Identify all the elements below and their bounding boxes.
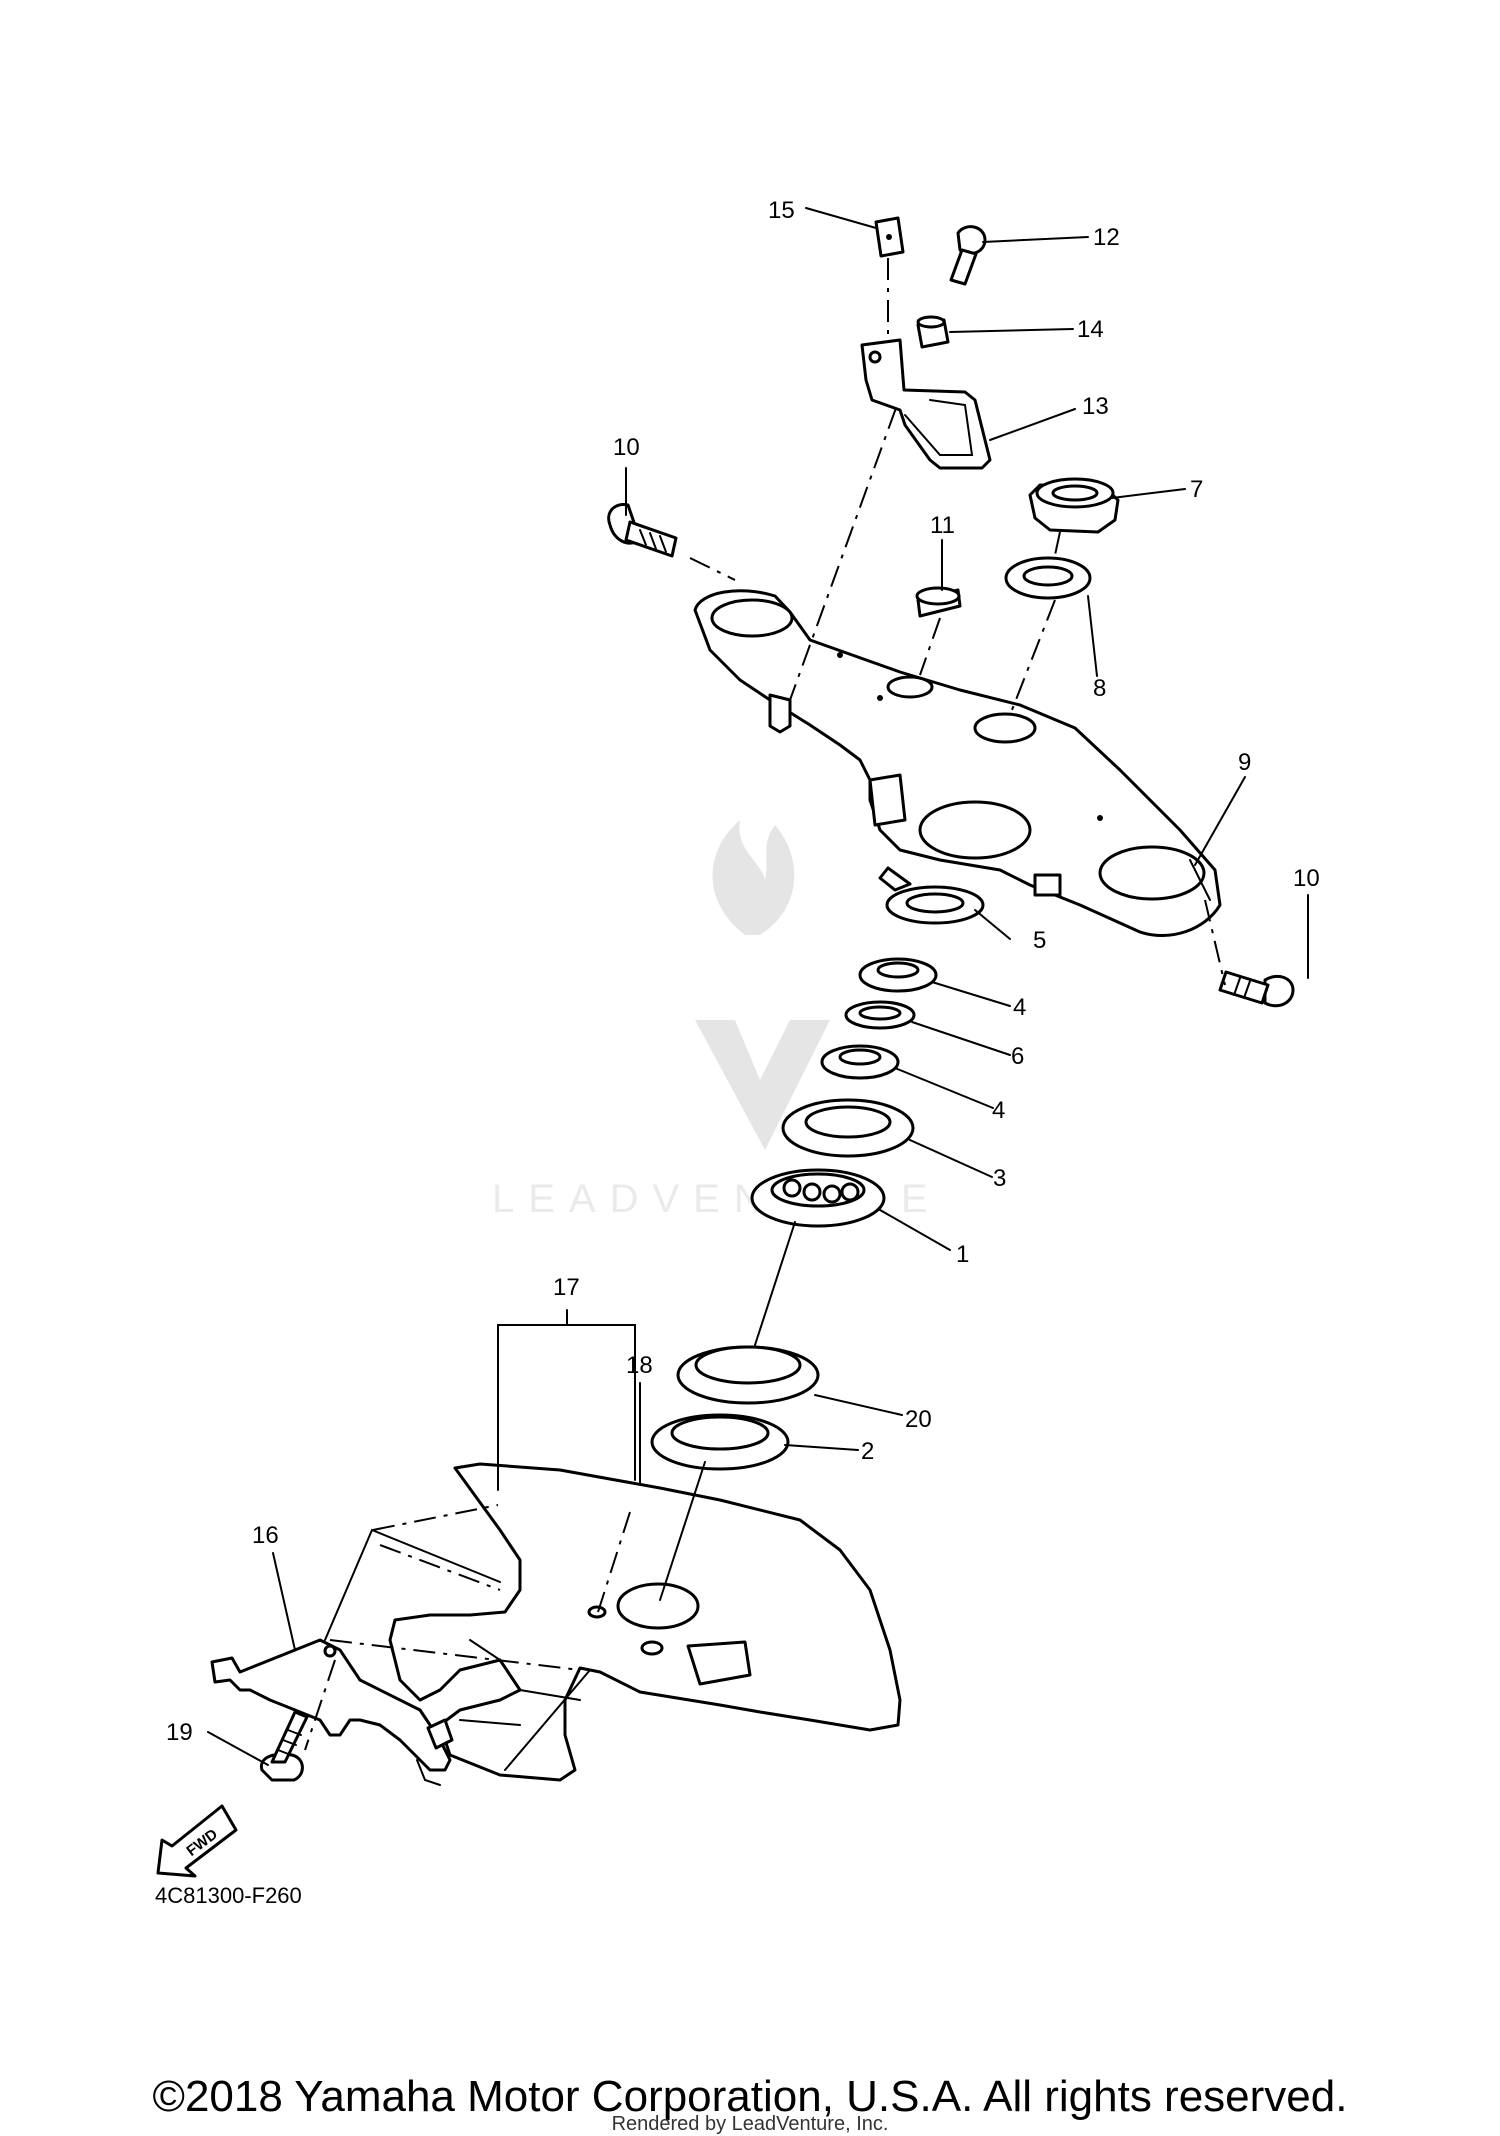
- part-17-lower-bracket: [388, 1462, 902, 1782]
- callout-13: 13: [1082, 393, 1109, 420]
- fwd-direction-arrow: FWD: [156, 1804, 238, 1878]
- callout-1: 1: [956, 1241, 969, 1268]
- part-9-upper-bracket: [693, 589, 1222, 937]
- callout-12: 12: [1093, 224, 1120, 251]
- assembly-centerlines: [304, 258, 1226, 1751]
- part-2-oil-seal: [650, 1413, 790, 1471]
- alignment-lines: [324, 1221, 796, 1641]
- copyright-notice: ©2018 Yamaha Motor Corporation, U.S.A. A…: [152, 2072, 1348, 2121]
- part-19-flange-bolt: [259, 1710, 309, 1782]
- leader-lines: [207, 207, 1309, 1766]
- callout-6: 6: [1011, 1043, 1024, 1070]
- callout-16: 16: [252, 1522, 279, 1549]
- part-11-cap: [915, 586, 962, 618]
- part-12-screw: [949, 225, 987, 286]
- part-7-steering-nut: [1028, 477, 1120, 534]
- callout-2: 2: [861, 1438, 874, 1465]
- callout-3: 3: [993, 1165, 1006, 1192]
- callout-14: 14: [1077, 316, 1104, 343]
- callout-10-upper: 10: [613, 434, 640, 461]
- callout-4-upper: 4: [1013, 994, 1026, 1021]
- part-5-lock-washer: [878, 866, 985, 925]
- part-10-bolt-lower: [1218, 970, 1295, 1008]
- callout-11: 11: [930, 512, 955, 539]
- part-15-clip: [874, 216, 905, 258]
- callout-10-lower: 10: [1293, 865, 1320, 892]
- part-14-collar: [916, 315, 950, 349]
- part-3-dust-seal: [781, 1098, 915, 1158]
- callout-8: 8: [1093, 675, 1106, 702]
- part-17-bracket-line: [497, 1309, 636, 1491]
- rendered-by-credit: Rendered by LeadVenture, Inc.: [611, 2113, 889, 2135]
- callout-9: 9: [1238, 749, 1251, 776]
- callout-18: 18: [626, 1352, 653, 1379]
- callout-19: 19: [166, 1719, 193, 1746]
- callout-labels: 15 12 14 13 10 11 7 8 9 10 5 4 6 4 3 1 1…: [166, 197, 1320, 1746]
- part-8-washer: [1004, 556, 1092, 600]
- part-4-ring-nut-upper: [858, 957, 938, 993]
- part-10-bolt-upper: [607, 502, 678, 558]
- drawing-code: 4C81300-F260: [155, 1883, 302, 1908]
- part-6-rubber-washer: [844, 1000, 916, 1030]
- callout-20: 20: [905, 1406, 932, 1433]
- callout-5: 5: [1033, 927, 1046, 954]
- callout-4-lower: 4: [992, 1097, 1005, 1124]
- part-4-ring-nut-lower: [820, 1044, 900, 1080]
- callout-7: 7: [1190, 476, 1203, 503]
- part-20-bearing-race: [676, 1345, 820, 1405]
- part-16-stay: [210, 1638, 454, 1786]
- part-1-ball-bearing: [750, 1168, 886, 1228]
- callout-17: 17: [553, 1274, 580, 1301]
- callout-15: 15: [768, 197, 795, 224]
- part-13-bracket: [860, 338, 992, 470]
